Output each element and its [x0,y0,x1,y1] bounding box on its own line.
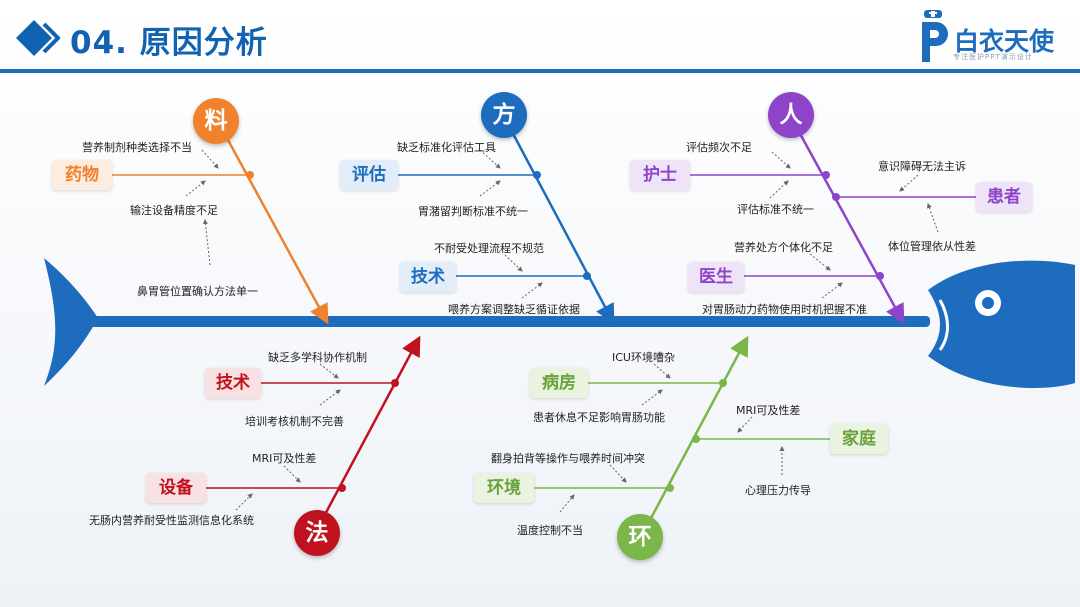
cause-label: 翻身拍背等操作与喂养时间冲突 [491,450,645,466]
cause-label: 患者休息不足影响胃肠功能 [533,409,665,425]
category-box-equipment: 设备 [146,473,206,503]
category-box-ward: 病房 [530,368,588,398]
head-circle-method-bottom: 法 [294,510,340,556]
head-circle-people: 人 [768,92,814,138]
cause-label: 鼻胃管位置确认方法单一 [137,283,258,299]
cause-label: 体位管理依从性差 [888,238,976,254]
cause-label: 胃潴留判断标准不统一 [418,203,528,219]
cause-label: 喂养方案调整缺乏循证依据 [448,301,580,317]
fish-backbone [90,316,930,327]
category-box-nurse: 护士 [630,160,690,190]
head-circle-method-top: 方 [481,92,527,138]
category-box-drug: 药物 [52,160,112,190]
category-box-technique-bottom: 技术 [205,368,261,398]
category-box-patient: 患者 [976,182,1032,212]
cause-label: 缺乏多学科协作机制 [268,349,367,365]
category-box-family: 家庭 [830,424,888,454]
cause-label: MRI可及性差 [252,450,316,466]
cause-label: 不耐受处理流程不规范 [434,240,544,256]
head-circle-environment: 环 [617,514,663,560]
cause-label: 营养制剂种类选择不当 [82,139,192,155]
cause-label: 无肠内营养耐受性监测信息化系统 [89,512,254,528]
cause-label: 评估频次不足 [686,139,752,155]
cause-label: ICU环境嘈杂 [612,349,675,365]
fish-tail [44,258,98,386]
fish-head [928,261,1075,388]
cause-label: 输注设备精度不足 [130,202,218,218]
cause-label: 对胃肠动力药物使用时机把握不准 [702,301,867,317]
cause-label: 心理压力传导 [745,482,811,498]
category-box-environment: 环境 [474,473,534,503]
cause-label: MRI可及性差 [736,402,800,418]
category-box-doctor: 医生 [688,262,744,292]
category-box-assessment: 评估 [340,160,398,190]
cause-label: 缺乏标准化评估工具 [397,139,496,155]
cause-label: 营养处方个体化不足 [734,239,833,255]
head-circle-material: 料 [193,98,239,144]
cause-label: 评估标准不统一 [737,201,814,217]
category-box-technique-top: 技术 [400,262,456,292]
cause-label: 温度控制不当 [517,522,583,538]
cause-label: 培训考核机制不完善 [245,413,344,429]
cause-label: 意识障碍无法主诉 [878,158,966,174]
